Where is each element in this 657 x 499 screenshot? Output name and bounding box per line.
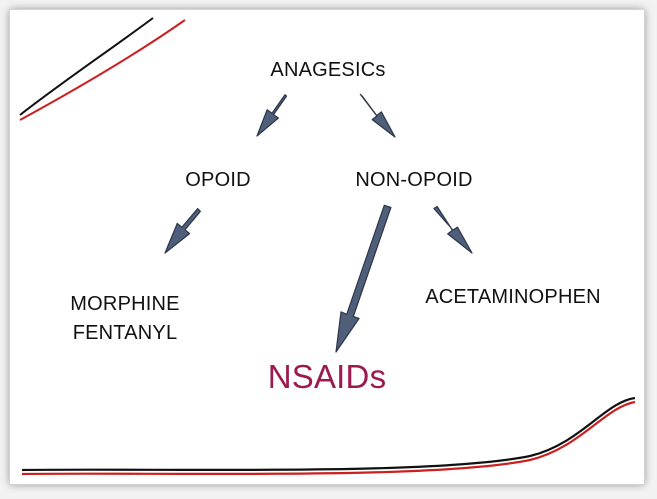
decorative-swooshes bbox=[19, 17, 636, 476]
arrow-non-opoid-to-nsaids bbox=[335, 204, 392, 353]
top-left-swoosh-red bbox=[19, 19, 186, 121]
node-non-opoid: NON-OPOID bbox=[355, 169, 473, 191]
arrow-non-opoid-to-acetaminophen bbox=[433, 205, 473, 254]
bottom-swoosh-red bbox=[21, 400, 636, 476]
arrow-root-to-non-opoid bbox=[359, 93, 396, 138]
arrow-opoid-to-morphine bbox=[164, 208, 201, 254]
node-acetaminophen: ACETAMINOPHEN bbox=[425, 286, 601, 308]
slide: ANAGESICs OPOID NON-OPOID MORPHINE FENTA… bbox=[10, 10, 644, 484]
node-morphine: MORPHINE bbox=[70, 293, 180, 315]
node-fentanyl: FENTANYL bbox=[72, 322, 178, 344]
arrows-layer bbox=[164, 93, 473, 353]
node-opoid: OPOID bbox=[185, 169, 251, 191]
arrow-root-to-opoid bbox=[256, 94, 288, 137]
node-analgesics: ANAGESICs bbox=[270, 59, 386, 81]
bottom-swoosh-black bbox=[21, 396, 636, 472]
top-left-swoosh-black bbox=[19, 17, 154, 116]
node-nsaids: NSAIDs bbox=[267, 358, 387, 395]
